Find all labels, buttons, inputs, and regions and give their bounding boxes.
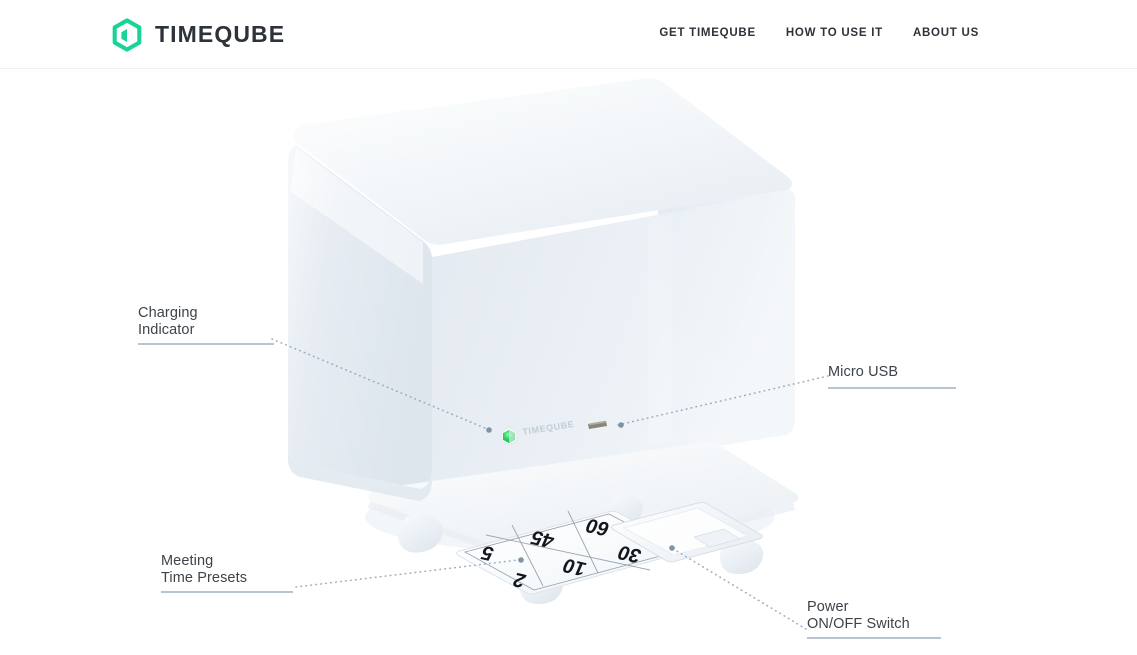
main-navigation: GET TIMEQUBE HOW TO USE IT ABOUT US [659, 27, 979, 39]
leader-meeting-presets [295, 559, 519, 588]
callout-power-line1: Power [807, 599, 849, 615]
charging-indicator-led [500, 426, 518, 446]
callout-usb-line1: Micro USB [828, 364, 899, 380]
product-showcase-stage: 5 45 60 2 10 30 [0, 69, 1137, 655]
callout-underline [138, 343, 274, 345]
brand-name: TIMEQUBE [155, 21, 286, 47]
leader-charging-indicator [271, 338, 493, 432]
product-illustration: 5 45 60 2 10 30 [0, 69, 1137, 655]
callout-power-line2: ON/OFF Switch [807, 615, 910, 632]
hexagon-cube-icon [110, 18, 144, 52]
callout-leader-lines [271, 338, 829, 630]
power-switch [611, 501, 763, 563]
nav-item-how-to-use-it[interactable]: HOW TO USE IT [785, 27, 883, 39]
leader-power-switch [669, 546, 807, 630]
brand-logo-link[interactable]: TIMEQUBE [110, 18, 285, 52]
callout-meeting-time-presets: Meeting Time Presets [161, 553, 293, 593]
callout-power-switch: Power ON/OFF Switch [807, 599, 941, 639]
callout-leader-dots [486, 422, 675, 563]
micro-usb-port [588, 420, 607, 429]
callout-presets-line2: Time Presets [161, 569, 248, 586]
callout-underline [807, 637, 941, 639]
callout-presets-line1: Meeting [161, 553, 214, 569]
callout-charging-indicator: Charging Indicator [138, 305, 274, 345]
site-header: TIMEQUBE GET TIMEQUBE HOW TO USE IT ABOU… [0, 0, 1137, 69]
callout-underline [828, 386, 956, 389]
callout-micro-usb: Micro USB [828, 364, 956, 389]
product-cube: 5 45 60 2 10 30 [288, 77, 799, 605]
callout-charging-line1: Charging [138, 305, 198, 321]
callout-charging-line2: Indicator [138, 321, 195, 338]
callout-underline [161, 591, 293, 593]
nav-item-get-timeqube[interactable]: GET TIMEQUBE [659, 27, 756, 39]
nav-item-about-us[interactable]: ABOUT US [912, 27, 979, 39]
leader-micro-usb [617, 375, 829, 426]
